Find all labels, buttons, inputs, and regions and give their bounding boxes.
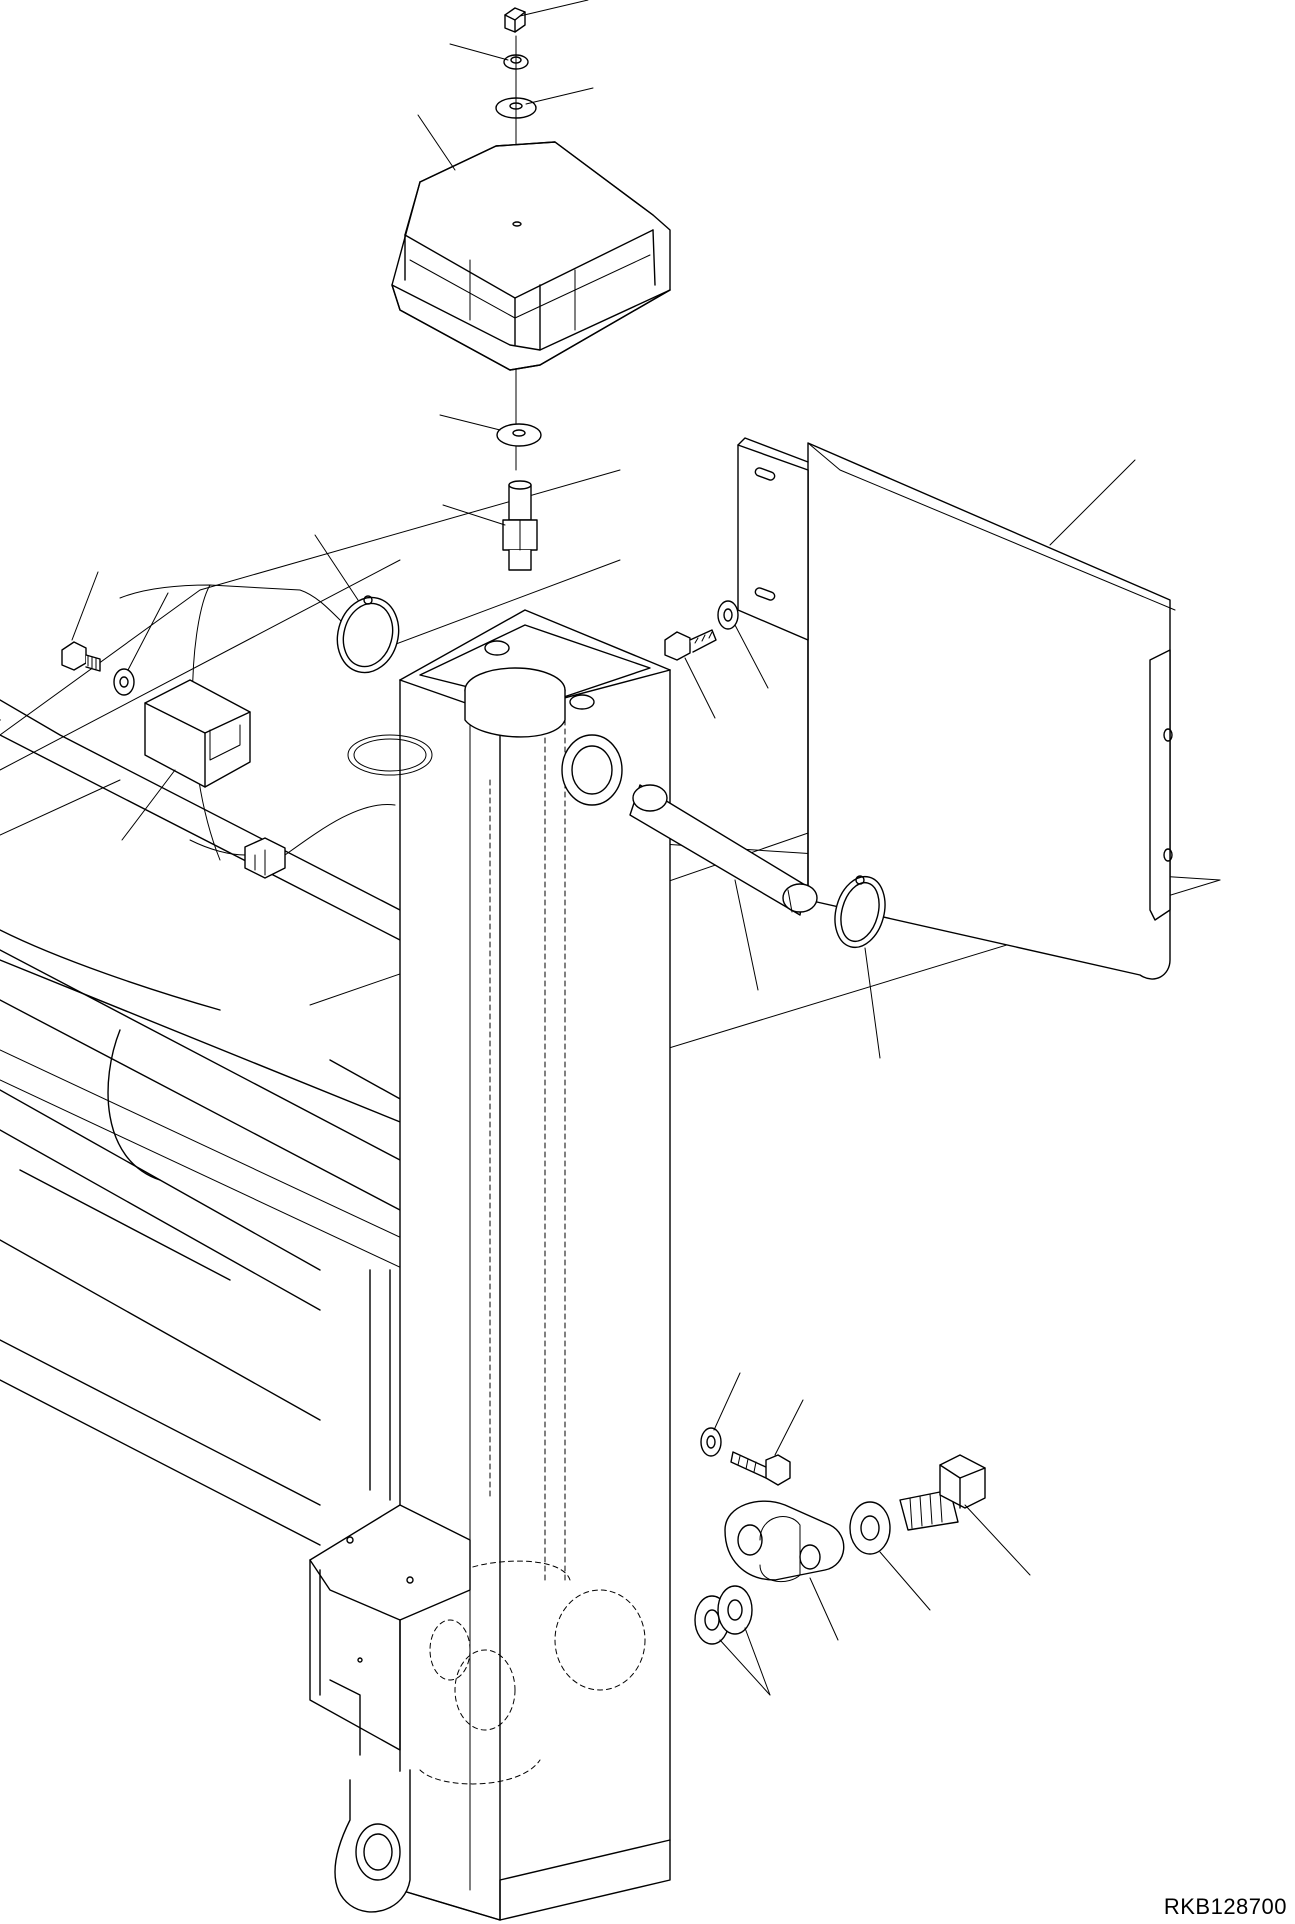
leader-flat-washer-lower [439, 414, 501, 431]
mast-column [399, 609, 671, 1921]
leader-snap-ring-left [314, 534, 359, 601]
snap-ring-right [834, 875, 886, 949]
flange-holder [724, 1500, 845, 1583]
leader-cover [417, 114, 456, 171]
bolt-left [61, 641, 101, 672]
washer-bottom [700, 1427, 722, 1457]
snap-ring-left [336, 595, 400, 674]
bracket-cover [144, 679, 251, 788]
stud [502, 480, 538, 571]
leader-shims-a [719, 1639, 771, 1696]
bolt-large [899, 1454, 986, 1531]
figure-id: RKB128700 [1163, 1894, 1287, 1919]
bolt-bottom [730, 1451, 791, 1486]
leader-bolt-bottom [774, 1399, 804, 1456]
plate [737, 437, 1176, 980]
leader-pin [734, 879, 759, 991]
cap-nut [504, 7, 526, 33]
pin [629, 784, 818, 916]
ring-seat [347, 734, 433, 776]
leader-bolt-plate [684, 657, 716, 719]
leader-shims-b [744, 1627, 771, 1696]
cable-connector [189, 803, 396, 879]
leader-plate [1049, 459, 1136, 546]
leader-bolt-left [71, 571, 99, 641]
flat-washer-lower [496, 423, 542, 447]
leader-washer-large [879, 1551, 931, 1611]
leader-washer-left [127, 592, 169, 671]
leader-washer-bottom [713, 1372, 741, 1431]
lower-bracket [309, 1504, 471, 1913]
leader-flat-washer [525, 87, 594, 105]
leader-bracket-cover [121, 769, 176, 841]
leader-flange-holder [809, 1577, 839, 1641]
ring-seat-inner [353, 738, 427, 772]
washer-plate [717, 600, 739, 630]
washer-large [849, 1501, 891, 1555]
leader-stud [442, 504, 506, 526]
leader-bolt-large [964, 1504, 1031, 1576]
washer-left [113, 668, 135, 696]
shims [694, 1585, 753, 1645]
bolt-plate [664, 629, 717, 661]
leader-snap-ring-right [864, 947, 881, 1059]
cover [391, 141, 671, 371]
leader-cap-nut [519, 0, 589, 17]
leader-washer-plate [734, 624, 769, 689]
leader-lock-washer [449, 43, 509, 61]
